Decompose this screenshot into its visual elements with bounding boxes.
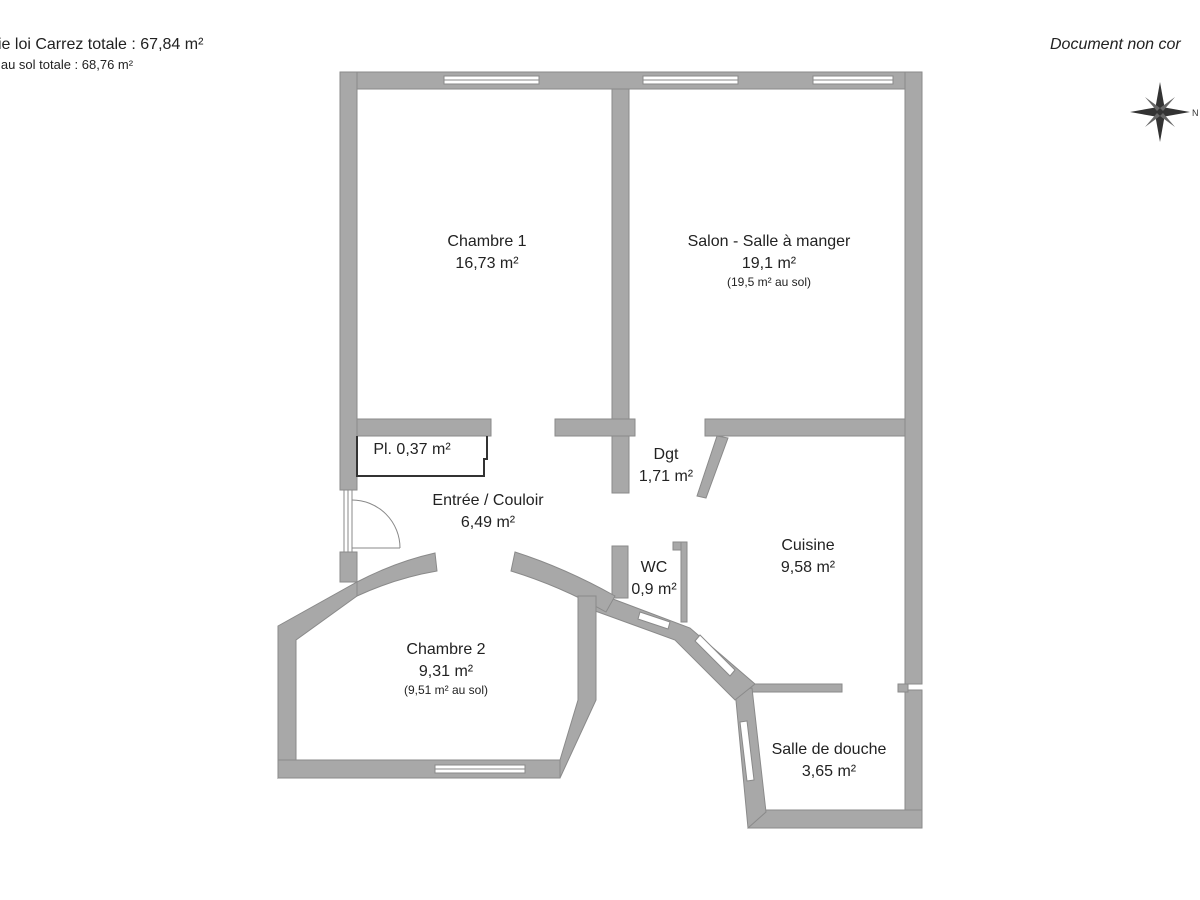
room-douche-area: 3,65 m² bbox=[802, 763, 857, 780]
window-chambre1 bbox=[443, 75, 540, 85]
room-douche: Salle de douche 3,65 m² bbox=[772, 741, 887, 780]
total-floor-area: e au sol totale : 68,76 m² bbox=[0, 57, 134, 72]
room-cuisine-name: Cuisine bbox=[781, 537, 834, 554]
window-chambre2 bbox=[434, 764, 526, 774]
room-salon-area: 19,1 m² bbox=[742, 255, 797, 272]
room-entree-name: Entrée / Couloir bbox=[432, 492, 544, 509]
window-entree bbox=[343, 489, 353, 553]
room-chambre2-area-floor: (9,51 m² au sol) bbox=[404, 683, 488, 697]
room-chambre2-area: 9,31 m² bbox=[419, 663, 474, 680]
disclaimer-text: Document non cor bbox=[1050, 36, 1181, 53]
room-cuisine: Cuisine 9,58 m² bbox=[781, 537, 836, 576]
room-cuisine-area: 9,58 m² bbox=[781, 559, 836, 576]
room-dgt-name: Dgt bbox=[654, 446, 679, 463]
room-chambre2-name: Chambre 2 bbox=[406, 641, 485, 658]
room-douche-name: Salle de douche bbox=[772, 741, 887, 758]
room-wc-area: 0,9 m² bbox=[631, 581, 677, 598]
room-wc-name: WC bbox=[641, 559, 668, 576]
room-chambre1-name: Chambre 1 bbox=[447, 233, 526, 250]
window-salon-left bbox=[642, 75, 739, 85]
compass-rose-icon: N bbox=[1130, 82, 1199, 142]
windows bbox=[343, 75, 894, 782]
room-wc: WC 0,9 m² bbox=[631, 559, 677, 598]
window-cuisine bbox=[694, 634, 736, 677]
window-salon-right bbox=[812, 75, 894, 85]
room-salon-name: Salon - Salle à manger bbox=[688, 233, 851, 250]
room-placard-name: Pl. 0,37 m² bbox=[373, 441, 451, 458]
window-wc bbox=[637, 611, 671, 630]
room-dgt-area: 1,71 m² bbox=[639, 468, 694, 485]
window-douche bbox=[739, 720, 755, 782]
room-salon: Salon - Salle à manger 19,1 m² (19,5 m² … bbox=[688, 233, 851, 289]
room-entree-area: 6,49 m² bbox=[461, 514, 516, 531]
room-chambre2: Chambre 2 9,31 m² (9,51 m² au sol) bbox=[404, 641, 488, 697]
room-placard: Pl. 0,37 m² bbox=[373, 441, 451, 458]
compass-north-label: N bbox=[1192, 108, 1199, 118]
total-carrez-area: cie loi Carrez totale : 67,84 m² bbox=[0, 36, 204, 53]
room-dgt: Dgt 1,71 m² bbox=[639, 446, 694, 485]
entrance-door bbox=[351, 499, 401, 549]
room-entree: Entrée / Couloir 6,49 m² bbox=[432, 492, 544, 531]
room-chambre1-area: 16,73 m² bbox=[455, 255, 519, 272]
room-chambre1: Chambre 1 16,73 m² bbox=[447, 233, 526, 272]
room-salon-area-floor: (19,5 m² au sol) bbox=[727, 275, 811, 289]
